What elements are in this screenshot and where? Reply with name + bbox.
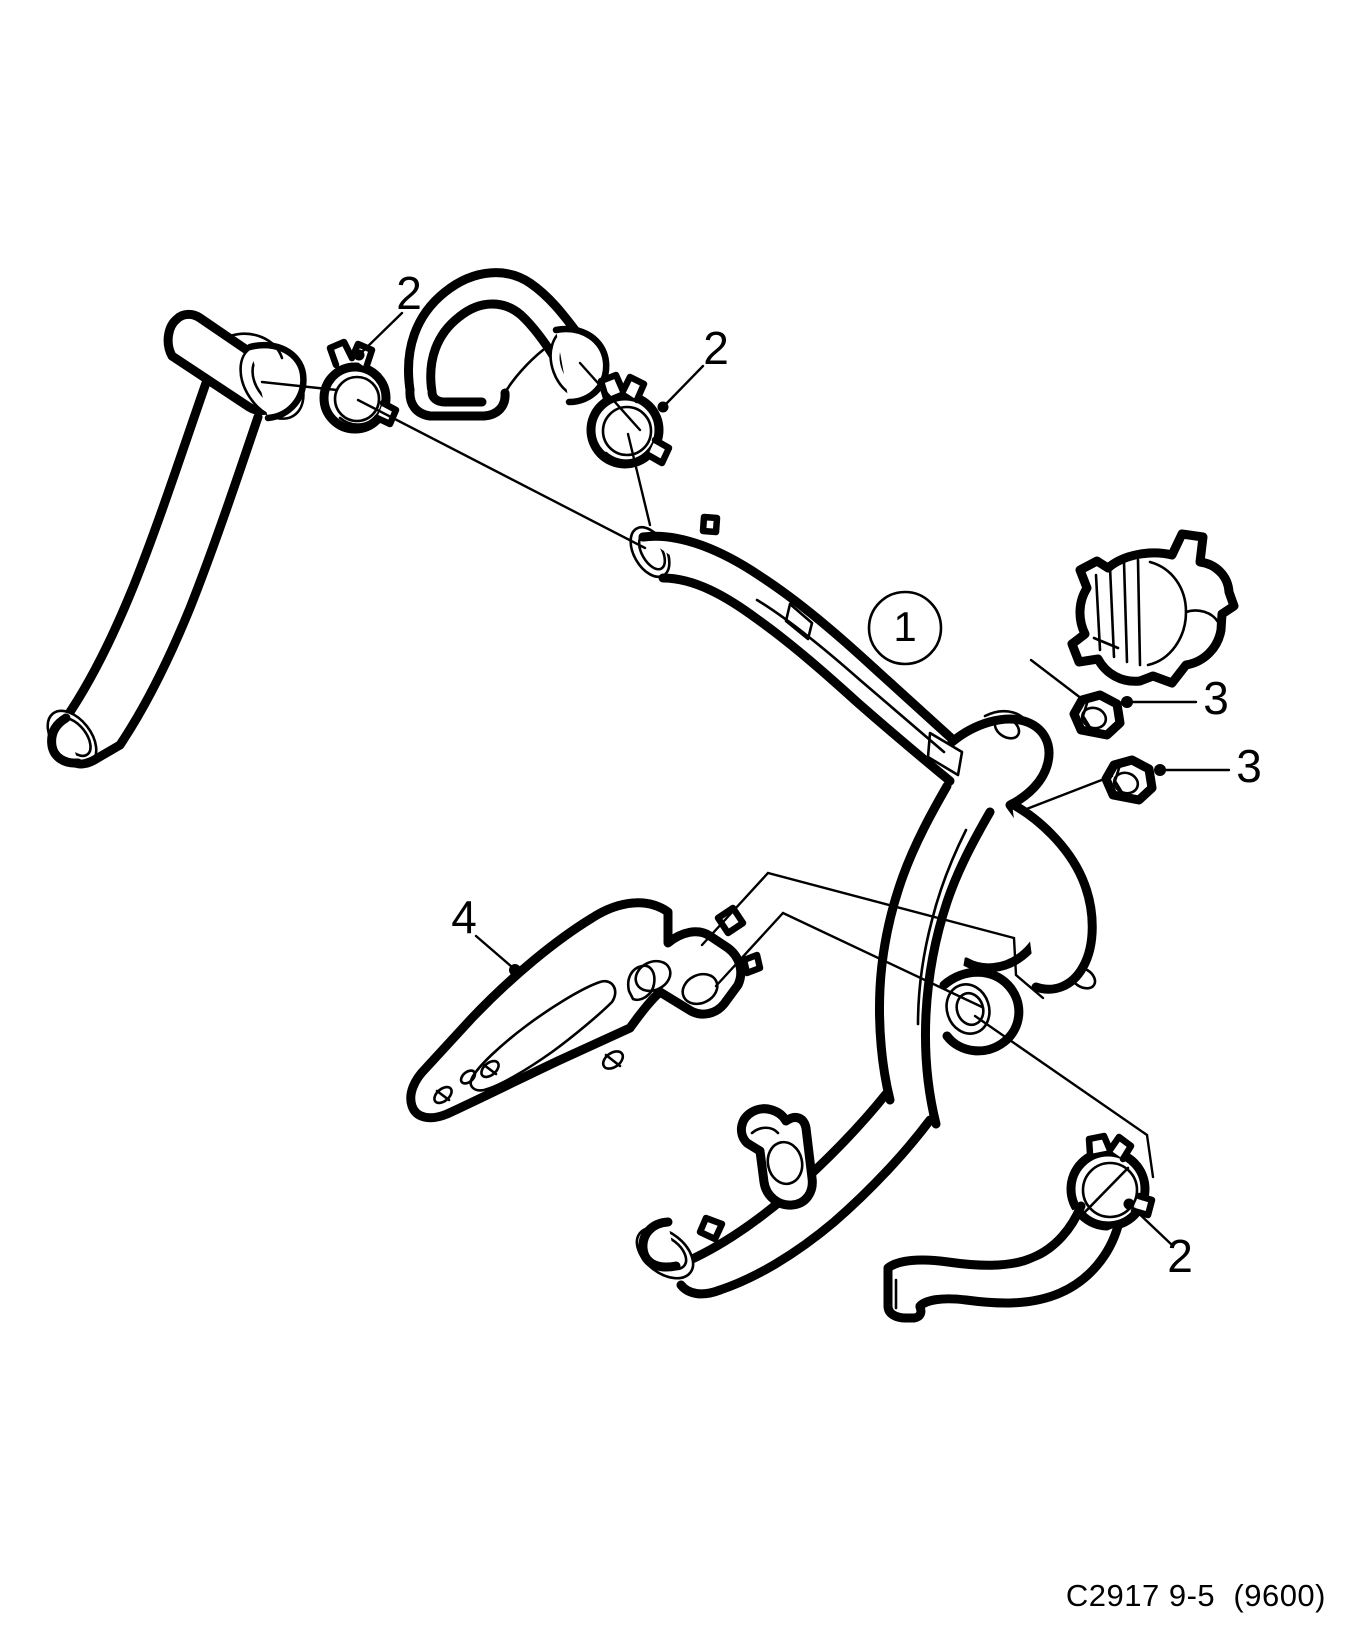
leader-clamp3-to-pipe-socket bbox=[973, 1014, 1155, 1179]
bracket-slot bbox=[469, 979, 617, 1092]
callout-2-lower-right-label: 2 bbox=[1167, 1230, 1193, 1282]
hose-left-long bbox=[46, 309, 307, 769]
hex-nut-lower bbox=[1101, 755, 1157, 805]
connector-housing bbox=[1067, 529, 1239, 688]
bracket-peg-lower bbox=[740, 951, 764, 977]
leader-dot-2-lower-right bbox=[1123, 1198, 1135, 1210]
spring-hose-clamp-lower-right bbox=[1066, 1132, 1156, 1231]
coolant-pipe bbox=[629, 513, 1097, 1299]
callout-1-circle bbox=[867, 590, 943, 666]
leader-dot-3-upper bbox=[1121, 696, 1133, 708]
bracket-hole-a bbox=[634, 959, 672, 993]
leader-nut-upper-to-housing bbox=[1029, 658, 1088, 704]
callout-2-upper-left-label: 2 bbox=[396, 267, 422, 319]
spring-hose-clamp-upper-left bbox=[319, 338, 400, 434]
figure-caption: C2917 9-5 (9600) bbox=[1065, 1578, 1326, 1613]
hex-nut-upper bbox=[1069, 690, 1125, 740]
callout-3-lower-label: 3 bbox=[1236, 740, 1262, 792]
pipe-hook-bracket bbox=[736, 1104, 817, 1210]
pipe-rib bbox=[926, 731, 964, 777]
leader-bracket-to-pipe-a bbox=[700, 871, 1045, 1000]
leader-clamp2-to-pipe bbox=[626, 432, 652, 527]
pipe-stud bbox=[696, 1214, 726, 1243]
leader-label-2-lower-right bbox=[1130, 1205, 1174, 1247]
bracket-hole-c bbox=[626, 964, 656, 1002]
bracket-peg-upper bbox=[714, 904, 747, 937]
callout-2-upper-right-label: 2 bbox=[703, 322, 729, 374]
leader-dot-2-upper-left bbox=[353, 349, 365, 361]
bracket-bolt-hole-4 bbox=[459, 1069, 477, 1085]
leader-dot-4 bbox=[509, 964, 521, 976]
hose-top-elbow bbox=[404, 268, 610, 421]
leader-clamp-to-hose-left bbox=[260, 380, 339, 392]
callout-1-label: 1 bbox=[893, 603, 916, 650]
leader-nut-lower-to-flange bbox=[1022, 774, 1114, 812]
leader-label-4 bbox=[474, 934, 514, 969]
hose-bottom-right bbox=[883, 1201, 1123, 1323]
bracket-hole-b bbox=[681, 972, 719, 1006]
leader-dot-3-lower bbox=[1154, 764, 1166, 776]
flange-bolt-hole-upper bbox=[993, 716, 1021, 740]
leader-label-2-upper-left bbox=[360, 311, 404, 354]
leader-bracket-to-pipe-b bbox=[714, 911, 984, 1009]
callout-4-label: 4 bbox=[451, 891, 477, 943]
leader-hose-top-to-clamp2 bbox=[578, 361, 642, 432]
mounting-bracket bbox=[406, 898, 764, 1123]
leader-label-2-upper-right bbox=[664, 364, 705, 406]
pipe-socket-lower-right bbox=[939, 967, 1024, 1056]
leader-dot-2-upper-right bbox=[657, 401, 669, 413]
leader-clamp1-to-pipe bbox=[356, 398, 647, 550]
callout-3-upper-label: 3 bbox=[1203, 672, 1229, 724]
bracket-bolt-hole-1 bbox=[601, 1050, 625, 1070]
callout-1: 1 bbox=[867, 590, 943, 666]
pipe-locating-tab bbox=[699, 513, 721, 536]
